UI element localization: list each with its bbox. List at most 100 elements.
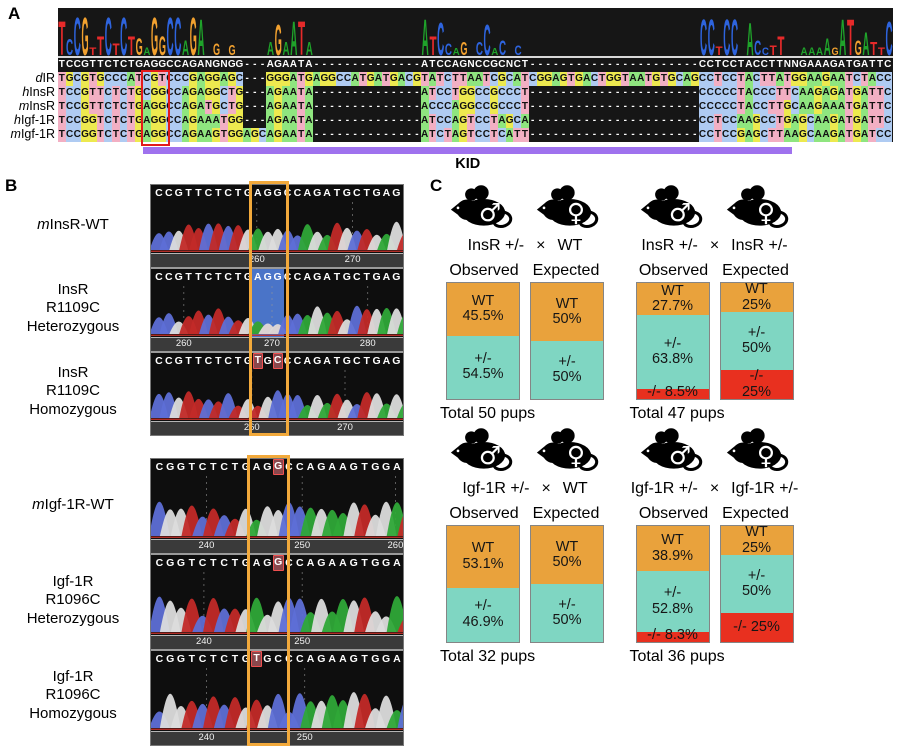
expected-header: Expected <box>532 262 600 279</box>
alignment-cell: - <box>384 129 388 140</box>
alignment-cell: - <box>554 129 558 140</box>
sequence-letter: A <box>323 271 331 283</box>
alignment-cell: G <box>88 114 97 128</box>
alignment-cell: A <box>289 114 298 128</box>
alignment-cell: - <box>654 59 658 70</box>
alignment-cell: - <box>260 73 265 84</box>
alignment-cell: G <box>320 72 329 86</box>
observed-header: Observed <box>449 262 519 279</box>
sequence-letter: T <box>251 651 262 667</box>
female-genotype: WT <box>557 237 583 254</box>
alignment-cell: G <box>135 100 143 114</box>
alignment-cell: A <box>305 114 313 128</box>
parent-mice: ♂♀ <box>410 426 640 474</box>
alignment-cell: - <box>345 59 350 70</box>
alignment-cell: - <box>662 115 666 126</box>
alignment-cell: A <box>204 114 213 128</box>
alignment-cell: A <box>799 86 807 100</box>
cross-symbol: × <box>709 480 720 497</box>
sequence-letter: A <box>382 271 391 283</box>
alignment-cell: - <box>623 101 627 112</box>
svg-text:T: T <box>298 12 305 56</box>
sequence-letter: C <box>293 271 302 283</box>
alignment-cell: - <box>585 101 589 112</box>
alignment-cell: T <box>760 72 769 86</box>
alignment-cell: - <box>253 73 257 84</box>
alignment-cell: - <box>531 87 535 98</box>
female-gender-symbol: ♀ <box>567 441 585 470</box>
alignment-cell: C <box>590 72 599 86</box>
svg-text:A: A <box>143 46 150 56</box>
alignment-cell: A <box>837 100 846 114</box>
alignment-cell: C <box>235 72 244 86</box>
alignment-cell: - <box>669 101 674 112</box>
alignment-cell: C <box>884 59 892 70</box>
alignment-cell: T <box>876 86 884 100</box>
mouse-head <box>732 442 753 463</box>
sequence-letter: A <box>339 557 347 569</box>
mutated-codon-box <box>141 70 171 146</box>
alignment-cell: C <box>883 128 892 142</box>
codon-outline-box <box>249 181 289 436</box>
sequence-letter: T <box>333 271 341 283</box>
svg-text:T: T <box>770 43 778 56</box>
alignment-cell: C <box>482 59 490 70</box>
alignment-cell: A <box>281 114 290 128</box>
alignment-cell: C <box>497 86 506 100</box>
sequence-letter: C <box>224 355 232 367</box>
alignment-cell: C <box>443 114 452 128</box>
alignment-cell: C <box>883 114 892 128</box>
sequence-letter: A <box>303 355 312 367</box>
alignment-cell: A <box>806 86 815 100</box>
alignment-cell: A <box>196 72 205 86</box>
alignment-cell: - <box>585 59 589 70</box>
alignment-cell: T <box>775 128 784 142</box>
alignment-cell: - <box>685 115 689 126</box>
alignment-cell: C <box>405 72 414 86</box>
alignment-cell: C <box>505 86 514 100</box>
alignment-cell: C <box>698 114 707 128</box>
male-mouse-icon: ♂ <box>640 428 702 471</box>
alignment-cell: - <box>345 115 350 126</box>
alignment-cell: C <box>181 72 190 86</box>
alignment-cell: - <box>260 59 265 70</box>
alignment-cell: A <box>243 128 251 142</box>
alignment-cell: - <box>368 101 373 112</box>
alignment-cell: - <box>639 87 643 98</box>
alignment-cell: - <box>314 59 319 70</box>
alignment-cell: - <box>669 87 674 98</box>
parent-mice: ♂♀ <box>410 183 640 231</box>
svg-text:A: A <box>422 10 429 56</box>
alignment-cell: - <box>245 101 249 112</box>
sequence-letter: G <box>372 187 381 199</box>
segment-name: WT <box>471 292 495 309</box>
alignment-cell: A <box>451 128 460 142</box>
alignment-cell: T <box>660 72 668 86</box>
alignment-cell: G <box>814 100 823 114</box>
cross-symbol: × <box>536 237 546 254</box>
sequence-letter: A <box>382 355 391 367</box>
mouse-ear <box>473 185 489 201</box>
alignment-cell: G <box>65 72 74 86</box>
alignment-cell: A <box>814 114 823 128</box>
alignment-cell: A <box>421 59 429 70</box>
alignment-cell: C <box>173 72 182 86</box>
alignment-cell: A <box>266 114 275 128</box>
mouse-nose <box>726 444 737 460</box>
alignment-cell: T <box>521 86 529 100</box>
alignment-cell: T <box>112 86 120 100</box>
sequence-letter: G <box>372 271 381 283</box>
sequence-letter: G <box>241 653 250 665</box>
segment-name: +/- <box>663 585 682 602</box>
chromatogram-trace <box>151 476 403 538</box>
alignment-cell: A <box>281 100 290 114</box>
alignment-cell: - <box>561 129 566 140</box>
alignment-cell: T <box>714 114 722 128</box>
sequence-letter: G <box>317 461 326 473</box>
alignment-cell: C <box>443 72 452 86</box>
sequence-letter: G <box>243 187 253 199</box>
alignment-cell: T <box>775 114 784 128</box>
alignment-cell: T <box>768 72 776 86</box>
svg-text:C: C <box>174 10 181 56</box>
svg-text:A: A <box>824 34 831 56</box>
